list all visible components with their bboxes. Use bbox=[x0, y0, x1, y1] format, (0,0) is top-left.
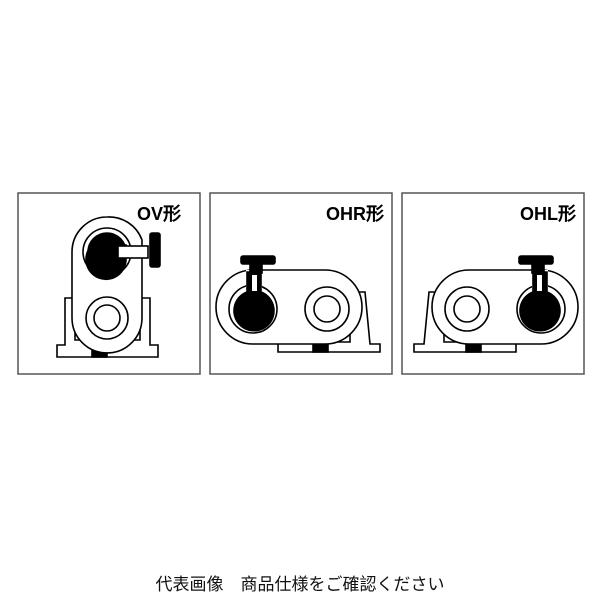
panel-label: OV形 bbox=[137, 204, 181, 224]
panel-ov: OV形 bbox=[17, 192, 201, 375]
panel-ohr: OHR形 bbox=[209, 192, 393, 375]
panel-label: OHR形 bbox=[326, 204, 384, 224]
panel-label: OHL形 bbox=[520, 204, 576, 224]
panel-ohl: OHL形 bbox=[401, 192, 585, 375]
ov-unit-illustration bbox=[56, 216, 161, 358]
caption: 代表画像 商品仕様をご確認ください bbox=[155, 575, 445, 595]
